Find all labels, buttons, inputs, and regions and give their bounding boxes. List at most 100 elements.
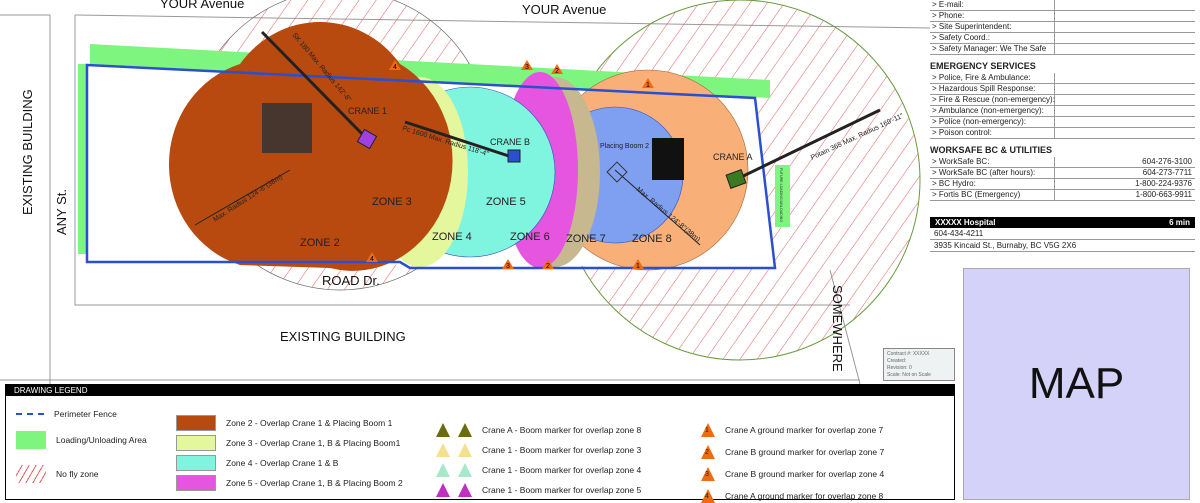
legend-label: Crane B ground marker for overlap zone 7 xyxy=(725,447,885,457)
loading-area-left xyxy=(78,64,88,254)
legend-perimeter: Perimeter Fence xyxy=(16,409,117,419)
legend-label: Crane 1 - Boom marker for overlap zone 3 xyxy=(482,445,642,455)
crane-booms xyxy=(194,30,881,246)
contact-row: > Safety Coord.: xyxy=(930,33,1195,44)
contact-label: > Phone: xyxy=(930,11,1055,21)
ground-marker-icon: 3 xyxy=(701,467,715,481)
legend-label: Perimeter Fence xyxy=(54,409,117,419)
contact-row: > Fire & Rescue (non-emergency): xyxy=(930,95,1195,106)
contact-value xyxy=(1055,106,1195,116)
svg-text:3: 3 xyxy=(506,263,510,270)
ground-marker: 2 xyxy=(551,64,563,75)
svg-text:2: 2 xyxy=(546,263,550,270)
placing-boom-2-label: Placing Boom 2 xyxy=(600,143,649,150)
contact-row: > WorkSafe BC (after hours): 604-273-7711 xyxy=(930,168,1195,179)
legend-label: Zone 5 - Overlap Crane 1, B & Placing Bo… xyxy=(226,478,403,488)
contact-row: > Police, Fire & Ambulance: xyxy=(930,73,1195,84)
contact-label: > Hazardous Spill Response: xyxy=(930,84,1055,94)
crane-1-icon xyxy=(356,128,378,150)
legend-zone: Zone 2 - Overlap Crane 1 & Placing Boom … xyxy=(176,415,392,431)
crane-a-label: CRANE A xyxy=(713,152,753,162)
contact-row: > Police (non-emergency): xyxy=(930,117,1195,128)
worksafe-title: WORKSAFE BC & UTILITIES xyxy=(930,145,1052,155)
zone-4-label: ZONE 4 xyxy=(432,231,472,243)
contact-value xyxy=(1055,33,1195,43)
contact-value: 604-276-3100 xyxy=(1142,157,1192,166)
zone-8-label: ZONE 8 xyxy=(632,233,672,245)
zone-2-label: ZONE 2 xyxy=(300,237,340,249)
stamp-scale: Scale: Not on Scale xyxy=(887,372,931,378)
boom-marker-icon xyxy=(436,423,472,437)
street-your-avenue-right: YOUR Avenue xyxy=(522,2,606,17)
contact-value: 604-273-7711 xyxy=(1142,168,1192,177)
legend-label: Loading/Unloading Area xyxy=(56,435,147,445)
existing-building-bottom: EXISTING BUILDING xyxy=(280,329,406,344)
contact-label: > Safety Coord.: xyxy=(930,33,1055,43)
perimeter-swatch xyxy=(16,413,44,415)
legend-label: Zone 4 - Overlap Crane 1 & B xyxy=(226,458,339,468)
map-placeholder: MAP xyxy=(963,268,1190,500)
street-any-st: ANY St. xyxy=(54,189,69,235)
crane-b-icon xyxy=(507,149,521,163)
contact-row: > Hazardous Spill Response: xyxy=(930,84,1195,95)
contact-label: > Poison control: xyxy=(930,128,1055,138)
zone-swatch xyxy=(176,415,216,431)
legend-label: Crane 1 - Boom marker for overlap zone 5 xyxy=(482,485,642,495)
contact-value xyxy=(1055,117,1195,127)
legend-label: Zone 2 - Overlap Crane 1 & Placing Boom … xyxy=(226,418,393,428)
svg-text:1: 1 xyxy=(636,263,640,270)
legend-boom-marker: Crane A - Boom marker for overlap zone 8 xyxy=(436,423,641,437)
ground-marker: 3 xyxy=(502,259,514,270)
legend-label: No fly zone xyxy=(56,469,99,479)
ground-marker: 1 xyxy=(642,78,654,89)
building-core-2 xyxy=(652,138,684,180)
contact-value: 1-800-224-9376 xyxy=(1135,179,1192,188)
ground-marker-icon: 4 xyxy=(701,489,715,503)
svg-text:2: 2 xyxy=(555,68,559,75)
contact-label: > Police, Fire & Ambulance: xyxy=(930,73,1055,83)
boom-marker-icon xyxy=(436,483,472,497)
contact-label: > Safety Manager: We The Safe xyxy=(930,44,1055,54)
legend-boom-marker: Crane 1 - Boom marker for overlap zone 4 xyxy=(436,463,641,477)
zone-7-label: ZONE 7 xyxy=(566,233,606,245)
legend-nofly: No fly zone xyxy=(16,465,99,483)
contact-row: > Ambulance (non-emergency): xyxy=(930,106,1195,117)
contact-value xyxy=(1055,73,1195,83)
street-road-dr: ROAD Dr. xyxy=(322,273,380,288)
zone-5-label: ZONE 5 xyxy=(486,196,526,208)
future-loading-area xyxy=(775,165,790,227)
ground-marker-icon: 2 xyxy=(701,445,715,459)
legend-ground-marker: 2 Crane B ground marker for overlap zone … xyxy=(701,445,884,459)
perimeter-fence xyxy=(85,63,777,270)
boom-marker-icon xyxy=(436,443,472,457)
stamp-contract: Contract #: XXXXX xyxy=(887,351,930,357)
contact-row: > BC Hydro: 1-800-224-9376 xyxy=(930,179,1195,190)
contact-label: > Ambulance (non-emergency): xyxy=(930,106,1055,116)
legend-title: DRAWING LEGEND xyxy=(6,385,954,396)
svg-text:4: 4 xyxy=(393,64,397,71)
legend-zone: Zone 4 - Overlap Crane 1 & B xyxy=(176,455,338,471)
contact-label: > WorkSafe BC (after hours): xyxy=(930,168,1055,178)
contact-value xyxy=(1055,0,1195,10)
stamp-created: Created: xyxy=(887,358,907,364)
svg-text:3: 3 xyxy=(525,64,529,71)
contact-label: > Police (non-emergency): xyxy=(930,117,1055,127)
contact-label: > Site Superintendent: xyxy=(930,22,1055,32)
hospital-address: 3935 Kincaid St., Burnaby, BC V5G 2X6 xyxy=(930,240,1195,252)
contact-label: > Fortis BC (Emergency) xyxy=(930,190,1055,200)
ground-marker: 2 xyxy=(542,259,554,270)
crane-b-label: CRANE B xyxy=(490,137,530,147)
contact-row: > E-mail: xyxy=(930,0,1195,11)
ground-marker: 3 xyxy=(521,60,533,71)
contact-label: > BC Hydro: xyxy=(930,179,1055,189)
ground-marker-icon: 1 xyxy=(701,423,715,437)
nofly-swatch xyxy=(16,465,46,483)
contact-value: 1-800-663-9911 xyxy=(1135,190,1192,199)
existing-building-left: EXISTING BUILDING xyxy=(20,89,35,215)
contact-label: > E-mail: xyxy=(930,0,1055,10)
map-label: MAP xyxy=(1028,359,1125,408)
contact-label: > Fire & Rescue (non-emergency): xyxy=(932,95,1055,105)
svg-text:1: 1 xyxy=(646,82,650,89)
boom-marker-icon xyxy=(436,463,472,477)
